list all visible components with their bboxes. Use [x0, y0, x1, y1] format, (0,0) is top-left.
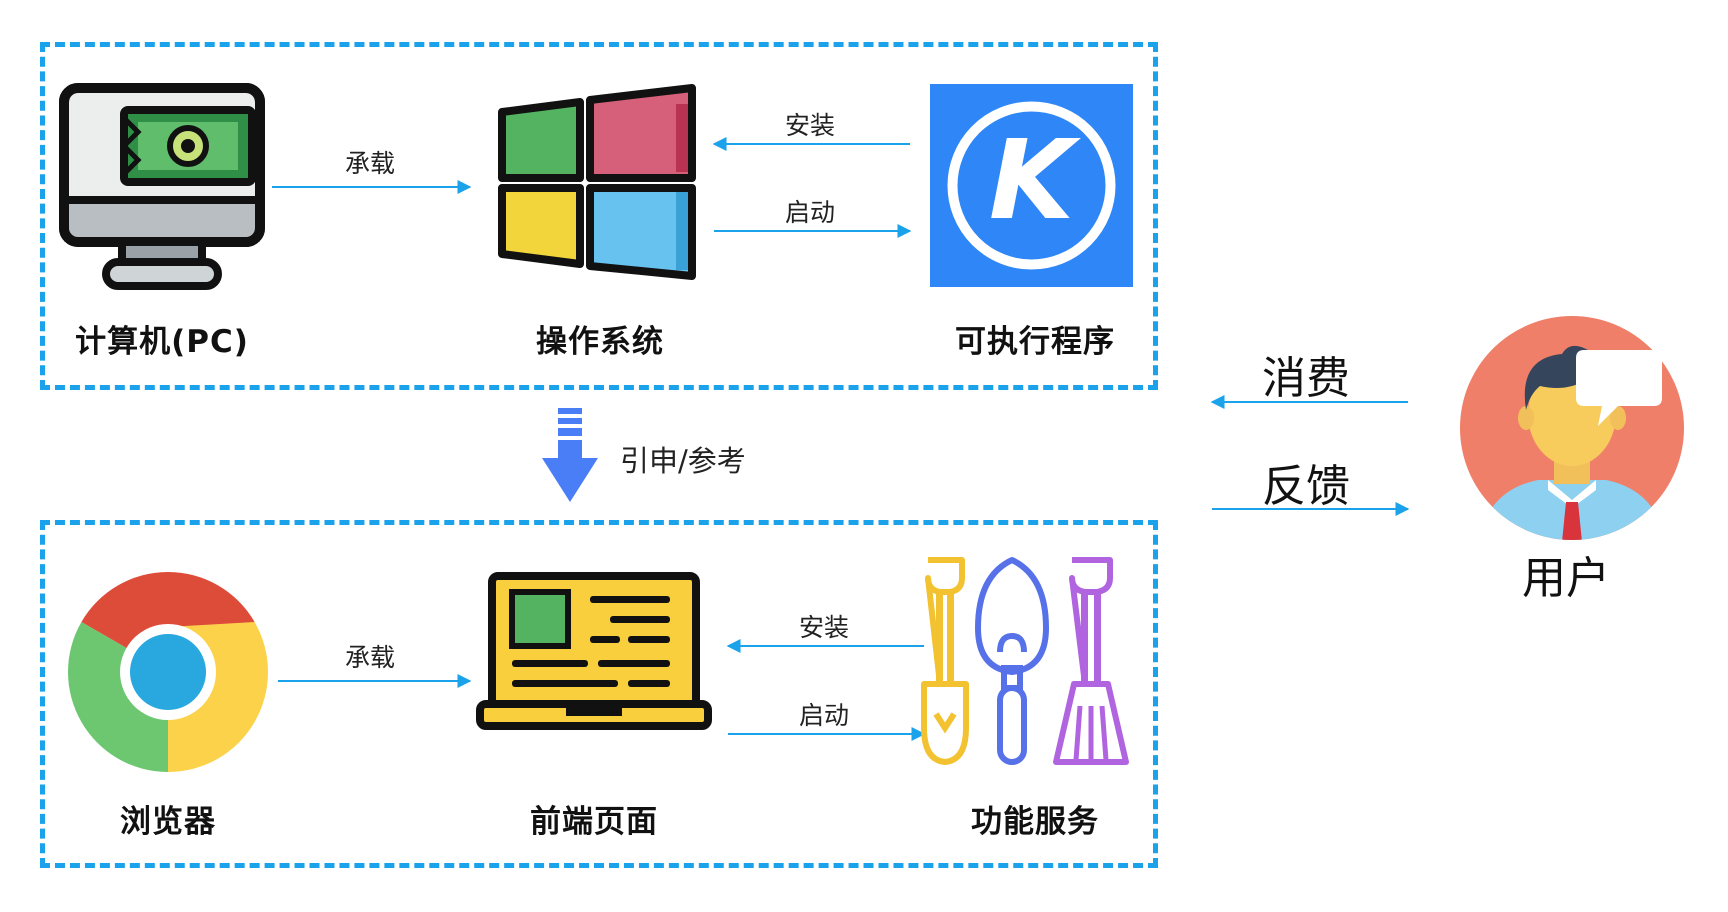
edge-label-install: 安装: [784, 111, 835, 140]
node-label-computer: 计算机(PC): [75, 324, 249, 360]
edge-label-host: 承载: [344, 643, 395, 672]
user-label: 用户: [1522, 553, 1610, 604]
runtime-group-box: [40, 42, 1158, 390]
node-label-frontend: 前端页面: [530, 804, 658, 840]
feedback-label: 反馈: [1262, 461, 1350, 512]
node-label-services: 功能服务: [971, 804, 1099, 840]
windows-logo-icon: [498, 84, 698, 280]
node-label-executable: 可执行程序: [955, 324, 1115, 360]
kugou-glyph: K: [988, 116, 1075, 244]
edge-label-install: 安装: [798, 613, 849, 642]
edge-label-host: 承载: [344, 149, 395, 178]
edge-label-launch: 启动: [798, 701, 849, 730]
desktop-computer-icon: [58, 82, 266, 292]
chrome-browser-icon: [68, 572, 268, 772]
user-avatar-icon: [1458, 314, 1686, 542]
edge-label-launch: 启动: [784, 198, 835, 227]
reference-label: 引申/参考: [620, 444, 746, 478]
shovels-tools-icon: [920, 556, 1136, 770]
web-group-box: [40, 520, 1158, 868]
node-label-browser: 浏览器: [120, 804, 216, 840]
consume-label: 消费: [1262, 353, 1350, 404]
down-arrow-icon: [542, 408, 598, 504]
laptop-web-page-icon: [476, 572, 712, 732]
node-label-os: 操作系统: [536, 324, 664, 360]
kugou-app-icon: K: [930, 84, 1133, 287]
